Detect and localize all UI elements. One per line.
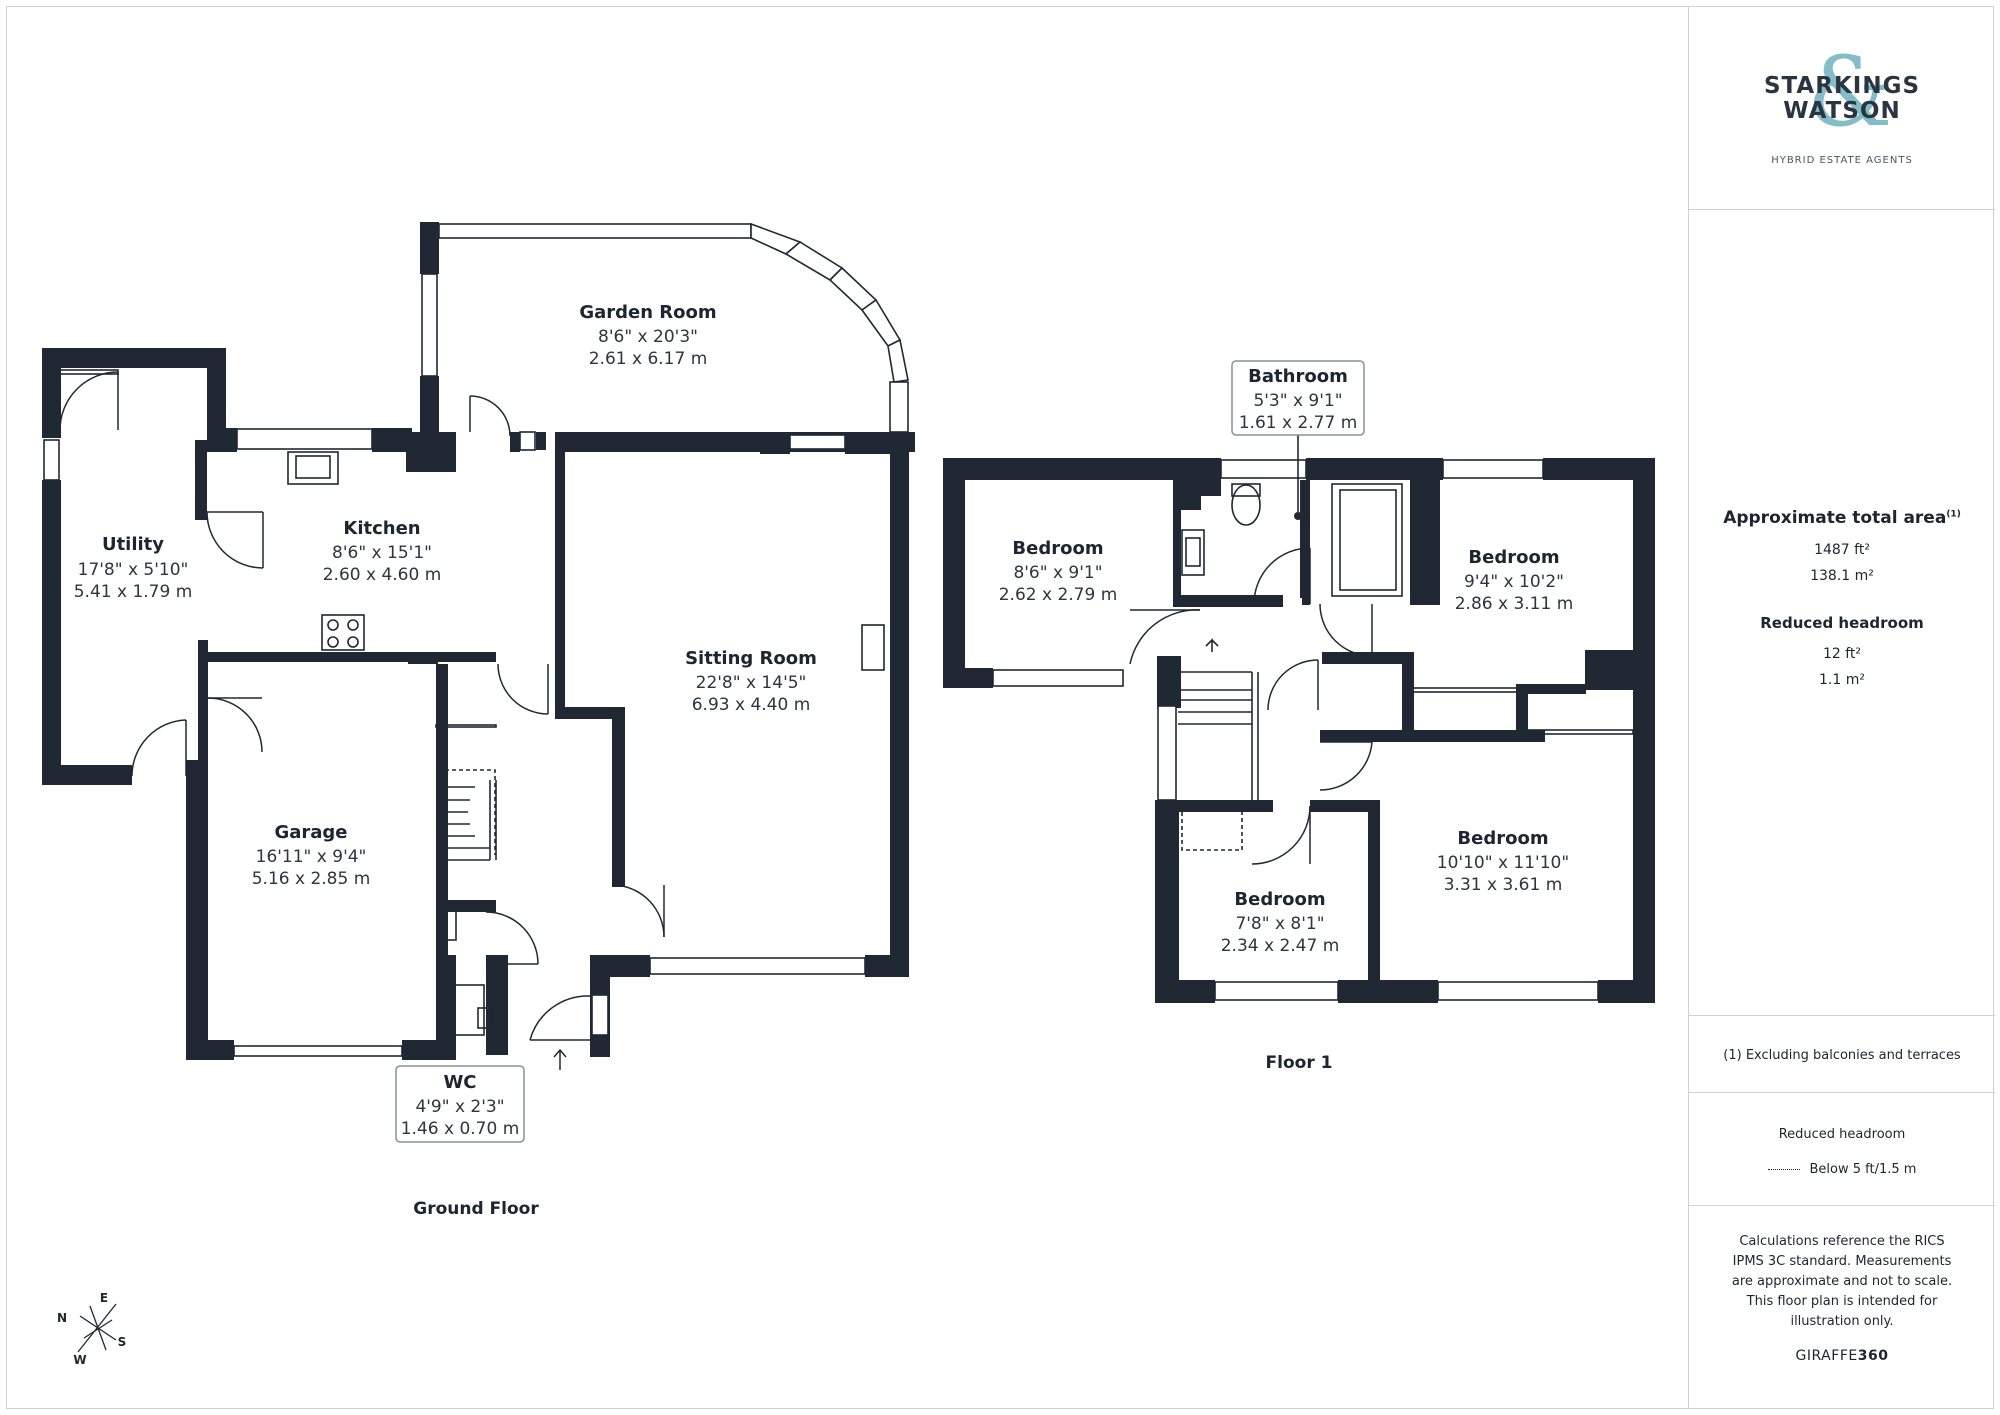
bathroom-imperial: 5'3" x 9'1" [1253, 391, 1342, 411]
kitchen-imperial: 8'6" x 15'1" [332, 543, 432, 563]
compass-s: S [118, 1335, 127, 1349]
garden-room-walls [420, 222, 909, 452]
bedroom-1-metric: 2.62 x 2.79 m [999, 585, 1118, 605]
logo-ampersand: & [1807, 36, 1893, 148]
reduced-area-ft: 12 ft² [1822, 646, 1862, 662]
agency-logo: & STARKINGS WATSON HYBRID ESTATE AGENTS [1689, 6, 1995, 210]
bedroom-3-imperial: 10'10" x 11'10" [1437, 853, 1569, 873]
first-floor-stairs [1178, 638, 1259, 800]
area-summary: Approximate total area(1) 1487 ft² 138.1… [1689, 210, 1995, 1016]
compass-e: E [100, 1291, 108, 1305]
bedroom-4-imperial: 7'8" x 8'1" [1235, 914, 1324, 934]
garden-room-imperial: 8'6" x 20'3" [598, 327, 698, 347]
bedroom-3-name: Bedroom [1457, 828, 1548, 849]
brand-light: GIRAFFE [1795, 1348, 1858, 1364]
info-panel: & STARKINGS WATSON HYBRID ESTATE AGENTS … [1688, 6, 1995, 1409]
room-label-wc: WC 4'9" x 2'3" 1.46 x 0.70 m [401, 1072, 520, 1139]
wc-label-box [395, 1065, 525, 1143]
disclaimer-section: Calculations reference the RICS IPMS 3C … [1689, 1206, 1995, 1409]
legend: Reduced headroom Below 5 ft/1.5 m [1689, 1093, 1995, 1206]
sitting-room-metric: 6.93 x 4.40 m [692, 695, 811, 715]
utility-metric: 5.41 x 1.79 m [74, 582, 193, 602]
disclaimer-text: Calculations reference the RICS IPMS 3C … [1731, 1234, 1953, 1329]
room-label-sitting-room: Sitting Room 22'8" x 14'5" 6.93 x 4.40 m [685, 648, 817, 715]
bathroom-fixtures [1181, 432, 1403, 851]
garage-metric: 5.16 x 2.85 m [252, 869, 371, 889]
ground-floor-label: Ground Floor [413, 1199, 539, 1219]
wc-name: WC [443, 1072, 476, 1093]
legend-row: Below 5 ft/1.5 m [1689, 1162, 1995, 1177]
kitchen-name: Kitchen [343, 518, 420, 539]
legend-title: Reduced headroom [1778, 1127, 1906, 1142]
bedroom-3-metric: 3.31 x 3.61 m [1444, 875, 1563, 895]
utility-name: Utility [102, 534, 164, 555]
room-label-kitchen: Kitchen 8'6" x 15'1" 2.60 x 4.60 m [323, 518, 442, 585]
total-area-ft: 1487 ft² [1814, 542, 1870, 558]
kitchen-metric: 2.60 x 4.60 m [323, 565, 442, 585]
area-title-text: Approximate total area [1723, 508, 1947, 528]
logo-tagline: HYBRID ESTATE AGENTS [1771, 155, 1913, 166]
utility-walls [42, 348, 226, 785]
garage-name: Garage [274, 822, 347, 843]
area-title-note: (1) [1946, 509, 1961, 520]
sitting-room-imperial: 22'8" x 14'5" [696, 673, 807, 693]
compass-icon: N E S W [57, 1291, 126, 1367]
area-footnote: (1) Excluding balconies and terraces [1689, 1016, 1995, 1093]
ground-floor-plan [42, 222, 915, 1143]
kitchen-walls [186, 428, 915, 1060]
ground-stairs [438, 769, 497, 861]
bedroom-1-imperial: 8'6" x 9'1" [1013, 563, 1102, 583]
first-floor-doors [1129, 547, 1373, 865]
bedroom-1-name: Bedroom [1012, 538, 1103, 559]
logo-line-2: WATSON [1783, 98, 1901, 124]
utility-imperial: 17'8" x 5'10" [78, 560, 189, 580]
wc-imperial: 4'9" x 2'3" [415, 1097, 504, 1117]
sitting-room-walls [555, 432, 909, 977]
giraffe360-brand: GIRAFFE360 [1723, 1346, 1961, 1366]
room-label-garden-room: Garden Room 8'6" x 20'3" 2.61 x 6.17 m [579, 302, 716, 369]
room-label-bathroom: Bathroom 5'3" x 9'1" 1.61 x 2.77 m [1239, 366, 1358, 433]
garden-room-metric: 2.61 x 6.17 m [589, 349, 708, 369]
compass-w: W [73, 1353, 86, 1367]
bedroom-4-name: Bedroom [1234, 889, 1325, 910]
reduced-headroom-title: Reduced headroom [1760, 614, 1924, 632]
room-label-utility: Utility 17'8" x 5'10" 5.41 x 1.79 m [74, 534, 193, 602]
ground-doors [59, 371, 665, 1070]
room-label-bedroom-3: Bedroom 10'10" x 11'10" 3.31 x 3.61 m [1437, 828, 1569, 895]
bathroom-metric: 1.61 x 2.77 m [1239, 413, 1358, 433]
bathroom-name: Bathroom [1248, 366, 1348, 387]
logo-wordmark: STARKINGS WATSON [1689, 74, 1995, 124]
bedroom-2-name: Bedroom [1468, 547, 1559, 568]
page-frame [6, 6, 1994, 1409]
bedroom-4-metric: 2.34 x 2.47 m [1221, 936, 1340, 956]
legend-item: Below 5 ft/1.5 m [1809, 1162, 1917, 1177]
garden-room-name: Garden Room [579, 302, 716, 323]
hall-walls [186, 652, 610, 1060]
bedroom-2-metric: 2.86 x 3.11 m [1455, 594, 1574, 614]
sitting-room-name: Sitting Room [685, 648, 817, 669]
compass-n: N [57, 1311, 67, 1325]
wc-metric: 1.46 x 0.70 m [401, 1119, 520, 1139]
room-label-bedroom-1: Bedroom 8'6" x 9'1" 2.62 x 2.79 m [999, 538, 1118, 605]
area-title: Approximate total area(1) [1689, 508, 1995, 528]
garage-imperial: 16'11" x 9'4" [256, 847, 367, 867]
room-label-garage: Garage 16'11" x 9'4" 5.16 x 2.85 m [252, 822, 371, 889]
room-label-bedroom-4: Bedroom 7'8" x 8'1" 2.34 x 2.47 m [1221, 889, 1340, 956]
first-floor-plan [943, 360, 1655, 1003]
brand-bold: 360 [1857, 1348, 1889, 1364]
logo-line-1: STARKINGS [1763, 73, 1921, 99]
total-area-m: 138.1 m² [1810, 568, 1874, 584]
reduced-area-m: 1.1 m² [1819, 672, 1865, 688]
bathroom-label-box [1231, 360, 1365, 436]
bedroom-2-imperial: 9'4" x 10'2" [1464, 572, 1564, 592]
room-label-bedroom-2: Bedroom 9'4" x 10'2" 2.86 x 3.11 m [1455, 547, 1574, 614]
kitchen-fixtures [287, 451, 365, 651]
first-floor-label: Floor 1 [1266, 1053, 1333, 1073]
dotted-line-icon [1767, 1169, 1800, 1170]
